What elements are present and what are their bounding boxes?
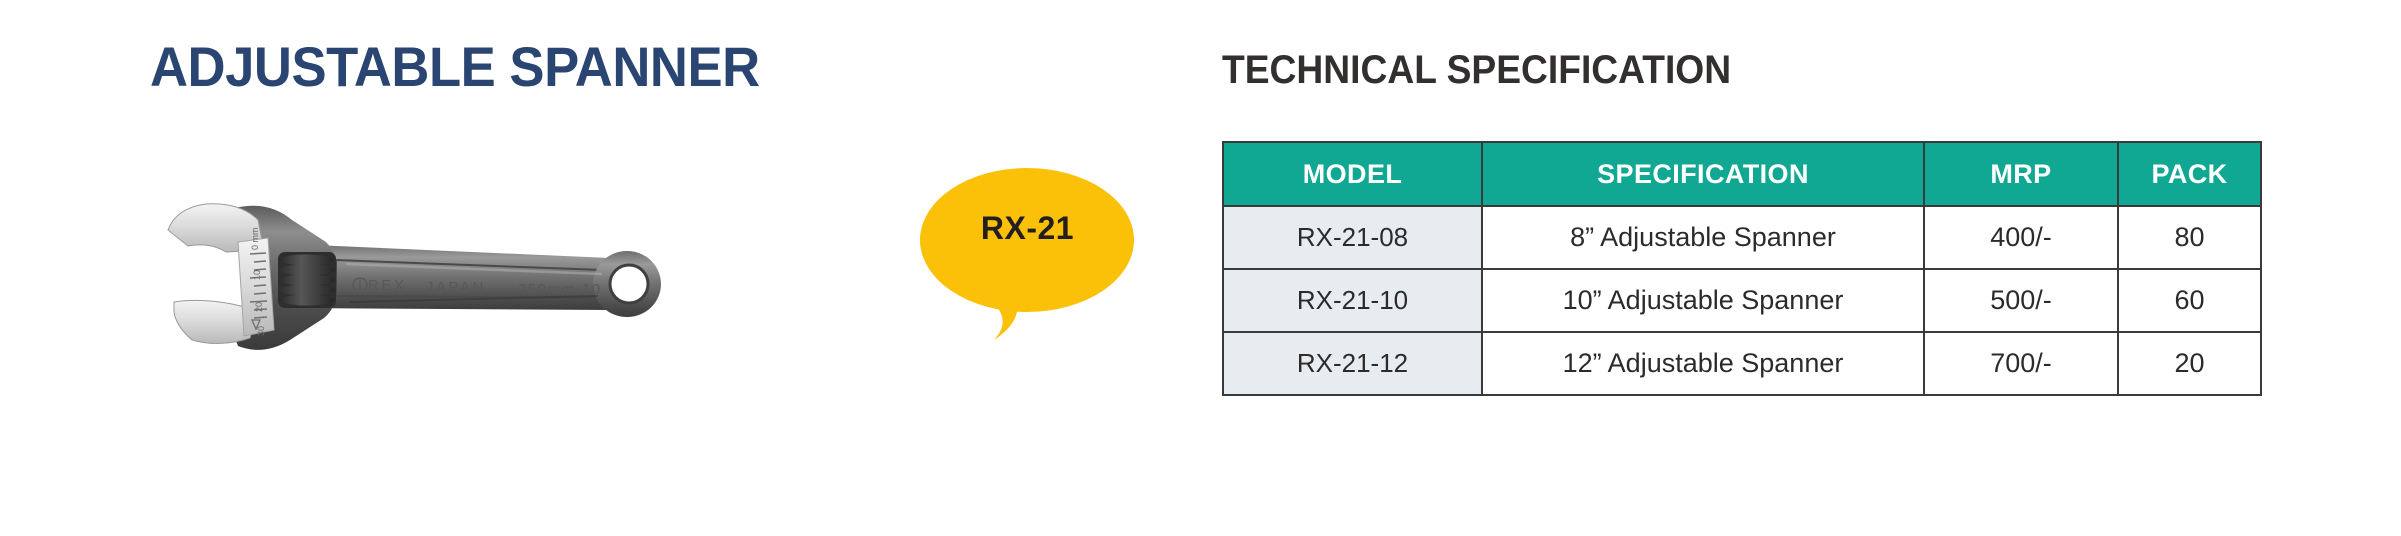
- technical-specification-panel: TECHNICAL SPECIFICATION MODEL SPECIFICAT…: [1222, 0, 2322, 536]
- technical-specification-table: MODEL SPECIFICATION MRP PACK RX-21-08 8”…: [1222, 141, 2262, 396]
- cell-model: RX-21-12: [1222, 331, 1483, 396]
- cell-pack: 60: [2117, 268, 2262, 333]
- cell-mrp: 700/-: [1923, 331, 2119, 396]
- svg-text:10: 10: [252, 270, 262, 280]
- adjustable-spanner-photo: 0 mm 10 20 30 REX JAPAN 25: [140, 180, 760, 370]
- cell-model: RX-21-08: [1222, 205, 1483, 270]
- column-header-model: MODEL: [1222, 141, 1483, 207]
- cell-model: RX-21-10: [1222, 268, 1483, 333]
- table-header-row: MODEL SPECIFICATION MRP PACK: [1222, 141, 2262, 207]
- cell-mrp: 400/-: [1923, 205, 2119, 270]
- svg-text:0 mm: 0 mm: [250, 228, 260, 251]
- table-row: RX-21-10 10” Adjustable Spanner 500/- 60: [1222, 268, 2262, 333]
- svg-text:REX: REX: [368, 277, 406, 294]
- page-title: ADJUSTABLE SPANNER: [150, 35, 760, 98]
- badge-bubble-shape: [920, 168, 1134, 312]
- column-header-pack: PACK: [2117, 141, 2262, 207]
- svg-text:250mm-10: 250mm-10: [518, 281, 602, 298]
- table-row: RX-21-08 8” Adjustable Spanner 400/- 80: [1222, 205, 2262, 270]
- spec-section-heading: TECHNICAL SPECIFICATION: [1222, 48, 1732, 92]
- column-header-mrp: MRP: [1923, 141, 2119, 207]
- cell-specification: 10” Adjustable Spanner: [1481, 268, 1925, 333]
- cell-pack: 20: [2117, 331, 2262, 396]
- badge-bubble-tail: [982, 294, 1018, 340]
- model-badge: RX-21: [920, 168, 1135, 343]
- table-row: RX-21-12 12” Adjustable Spanner 700/- 20: [1222, 331, 2262, 396]
- cell-specification: 12” Adjustable Spanner: [1481, 331, 1925, 396]
- cell-specification: 8” Adjustable Spanner: [1481, 205, 1925, 270]
- column-header-specification: SPECIFICATION: [1481, 141, 1925, 207]
- svg-text:JAPAN: JAPAN: [426, 279, 486, 296]
- product-showcase-panel: ADJUSTABLE SPANNER: [0, 0, 1200, 536]
- svg-text:20: 20: [254, 302, 264, 312]
- svg-text:30: 30: [256, 326, 266, 336]
- cell-mrp: 500/-: [1923, 268, 2119, 333]
- cell-pack: 80: [2117, 205, 2262, 270]
- model-badge-label: RX-21: [980, 210, 1075, 246]
